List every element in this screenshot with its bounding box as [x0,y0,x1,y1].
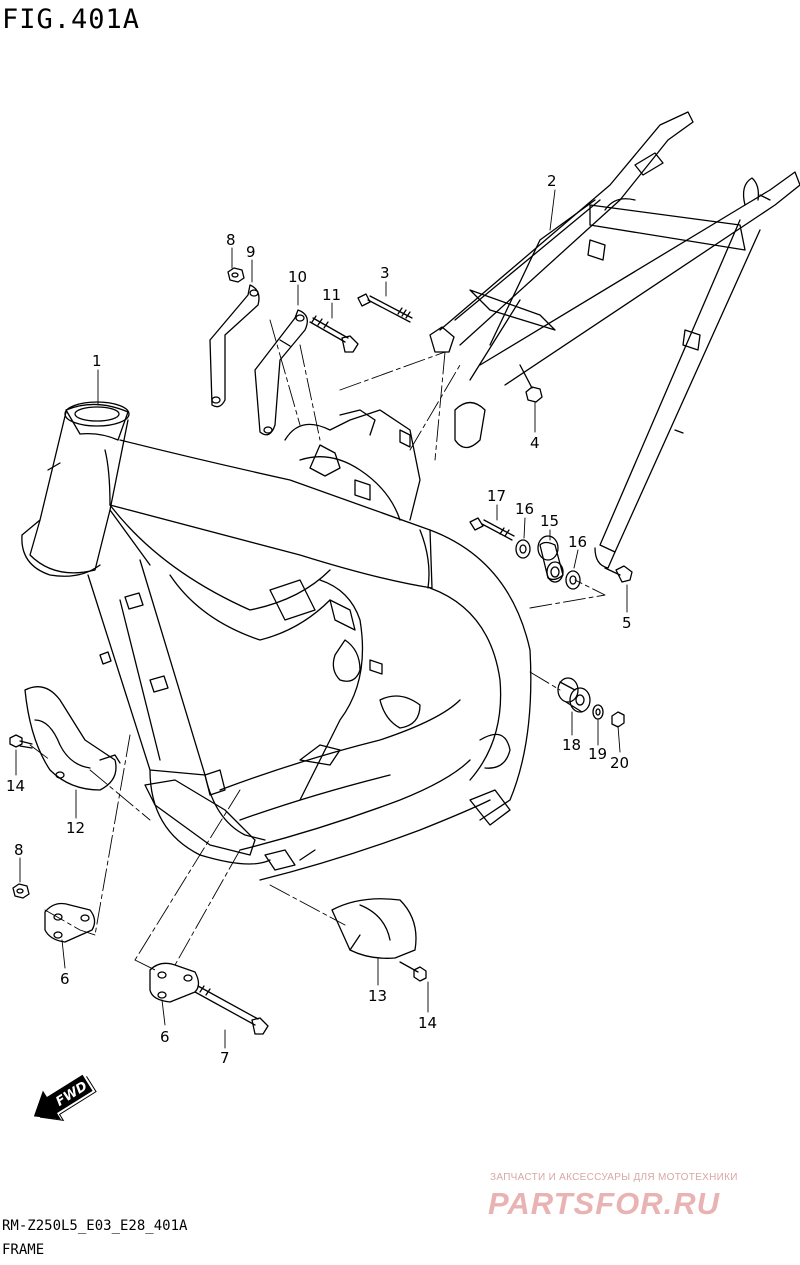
callout-16-left: 16 [515,500,534,518]
bolt-7 [194,985,269,1035]
frame-guard-13 [331,898,417,959]
nut-8-lower [12,883,30,899]
section-name: FRAME [2,1242,45,1258]
callout-1: 1 [92,352,102,370]
callout-2: 2 [547,172,557,190]
watermark-tagline: ЗАПЧАСТИ И АКСЕССУАРЫ ДЛЯ МОТОТЕХНИКИ [490,1172,738,1183]
callout-6-right: 6 [160,1028,170,1046]
bolt-14-right [399,961,427,982]
callout-3: 3 [380,264,390,282]
bolt-17 [469,517,515,541]
leader-lines [15,189,628,1049]
nut-20 [611,711,625,728]
bolt-5 [604,565,633,583]
callout-7: 7 [220,1049,230,1067]
frame-guard-12 [24,686,121,791]
washer-19 [592,704,604,720]
callout-5: 5 [622,614,632,632]
callout-10: 10 [288,268,307,286]
callout-19: 19 [588,745,607,763]
callout-14-right: 14 [418,1014,437,1032]
washer-16-right [565,570,581,590]
watermark-brand: PARTSFOR.RU [488,1186,721,1221]
rear-subframe [429,111,800,569]
bolt-4 [519,364,543,403]
bushing-18 [557,677,591,713]
washer-16-left [515,539,531,559]
bracket-9 [209,284,260,408]
callout-20: 20 [610,754,629,772]
forward-arrow-icon: FWD [33,1074,97,1121]
callout-18: 18 [562,736,581,754]
callout-15: 15 [540,512,559,530]
callout-9: 9 [246,243,256,261]
bolt-11 [309,315,359,353]
callout-13: 13 [368,987,387,1005]
callout-4: 4 [530,434,540,452]
callout-11: 11 [322,286,341,304]
bushing-15 [537,535,564,583]
figure-title: FIG.401A [2,4,141,35]
nut-8-upper [227,267,245,283]
callout-16-right: 16 [568,533,587,551]
callout-12: 12 [66,819,85,837]
model-code: RM-Z250L5_E03_E28_401A [2,1218,188,1234]
bracket-10 [254,309,308,436]
callout-8-upper: 8 [226,231,236,249]
callout-6-left: 6 [60,970,70,988]
engine-plate-6-left [44,902,96,943]
bolt-3 [357,293,413,323]
callout-labels: 1 2 3 4 5 6 6 7 8 8 9 10 11 12 13 14 14 … [6,172,632,1067]
callout-8-lower: 8 [14,841,24,859]
main-frame [21,401,532,881]
engine-plate-6-right [149,962,200,1003]
callout-17: 17 [487,487,506,505]
callout-14-left: 14 [6,777,25,795]
bolt-14-left [9,734,33,749]
